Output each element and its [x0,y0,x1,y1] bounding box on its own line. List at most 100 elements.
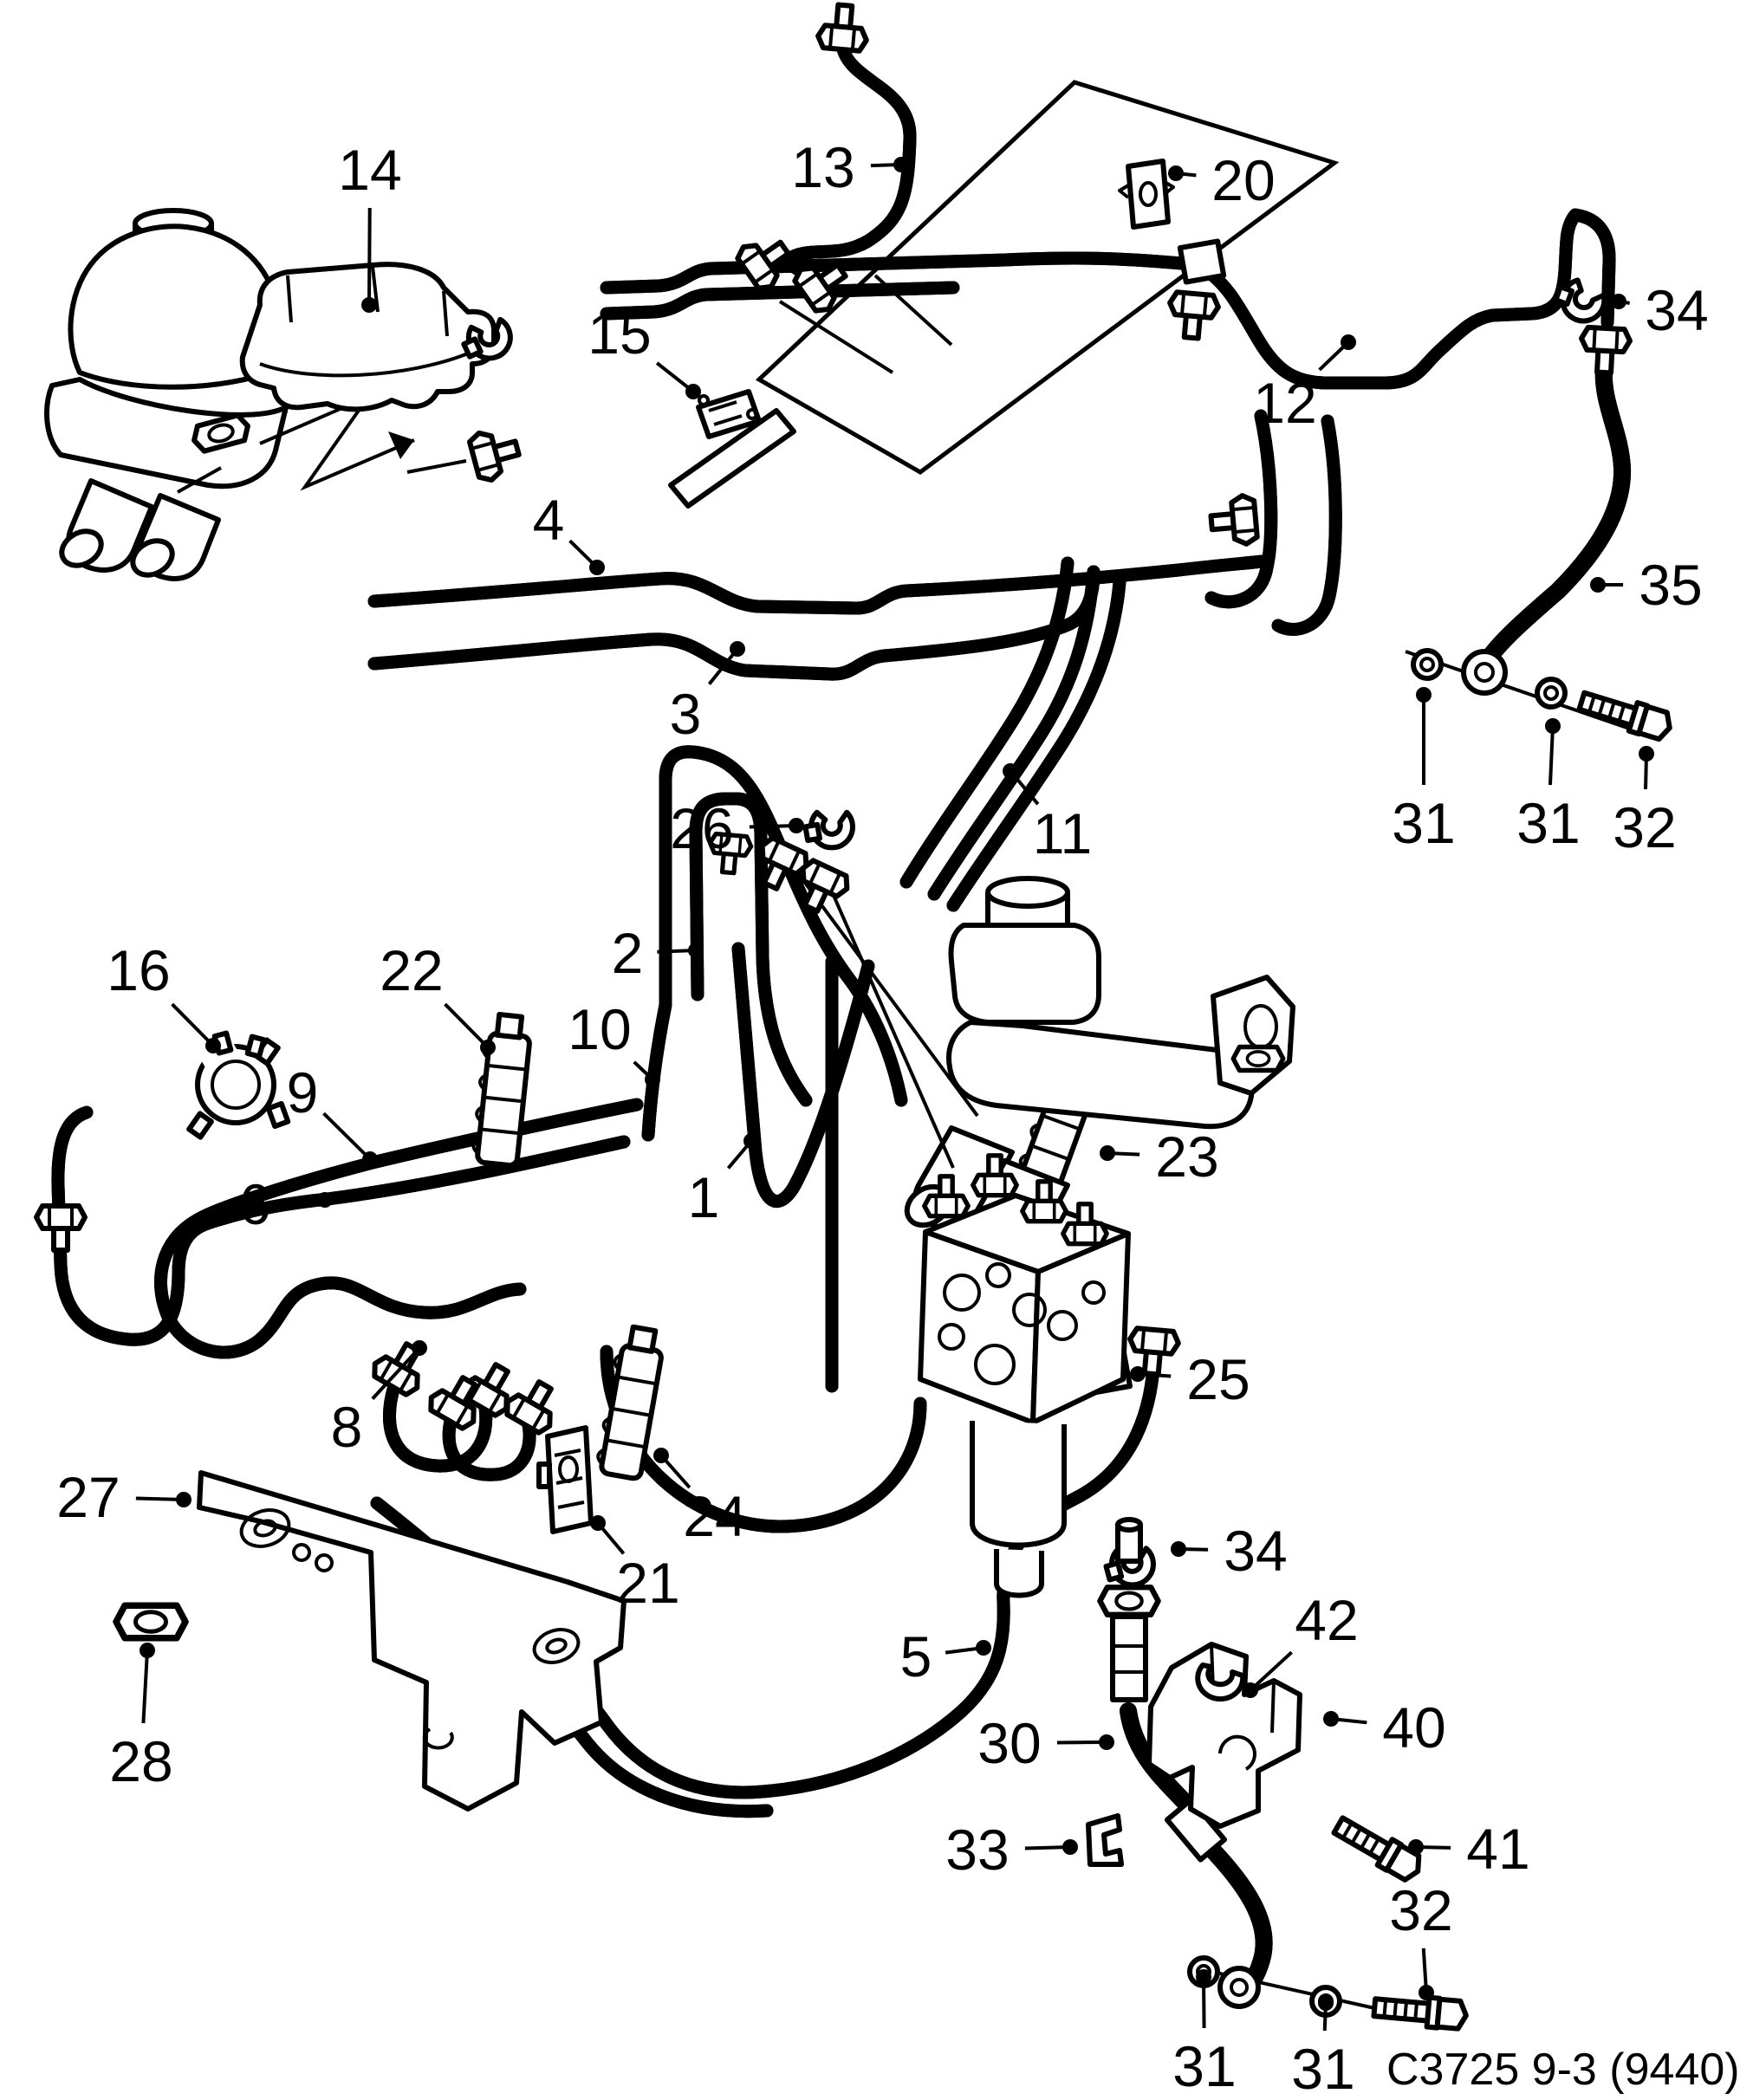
callout-31: 31 [1516,718,1581,855]
callout-31: 31 [1392,687,1456,855]
part-number-label: 32 [1613,795,1676,859]
leader-dot [1611,294,1626,309]
leader-dot [743,1133,759,1149]
part-number-label: 14 [338,138,401,202]
protective-cover-14 [239,262,497,412]
callout-34: 34 [1171,1519,1288,1583]
part-number-label: 2 [612,921,644,985]
part-number-label: 41 [1466,1817,1529,1881]
callout-32: 32 [1389,1878,1453,2000]
part-number-label: 4 [533,488,565,552]
part-number-label: 32 [1389,1878,1452,1942]
callout-12: 12 [1253,334,1356,435]
part-number-label: 9 [287,1060,319,1125]
callout-32: 32 [1613,746,1677,859]
leader-dot [1545,718,1561,734]
leader-dot [1341,334,1356,350]
leader-dot [480,1040,496,1055]
leader-line [1056,1740,1107,1745]
leader-dot [1196,1969,1211,1985]
leader-dot [362,1151,378,1167]
callout-3: 3 [670,641,745,746]
callout-34: 34 [1611,278,1709,342]
part-number-label: 24 [683,1484,746,1548]
leader-dot [412,1340,427,1356]
ribbed-clip-22 [471,1013,532,1165]
ring-clip-16 [186,1028,291,1140]
part-number-label: 34 [1645,278,1708,342]
leader-dot [140,1643,155,1658]
part-number-label: 31 [1392,791,1455,855]
leader-line [367,207,372,306]
part-number-label: 16 [107,938,170,1002]
callout-31: 31 [1172,1969,1237,2098]
brake-hose-right-front [1477,359,1622,672]
part-number-label: 30 [977,1711,1041,1775]
part-number-label: 12 [1253,371,1316,435]
leader-line [135,1496,185,1501]
callout-layer: 1234568910111213141516202122232425262728… [56,135,1708,2100]
callout-35: 35 [1590,553,1703,617]
callout-41: 41 [1408,1817,1530,1881]
leader-dot [1062,1839,1078,1855]
leader-dot [176,1492,192,1507]
callout-14: 14 [338,138,402,313]
callout-28: 28 [109,1643,173,1793]
banjo-fitting-30 [1189,1958,1467,2030]
callout-42: 42 [1243,1588,1359,1698]
callout-9: 9 [287,1060,378,1167]
leader-dot [653,1448,669,1463]
callout-33: 33 [945,1818,1078,1882]
callout-23: 23 [1100,1125,1219,1189]
leader-line [444,1002,490,1049]
leader-line [322,1112,372,1161]
callout-6: 6 [239,1172,333,1236]
leader-line [1249,1650,1293,1692]
leader-dot [589,560,605,575]
pipe-fittings [36,3,1257,1436]
callout-21: 21 [590,1515,680,1615]
pipe-clip-20 [1118,159,1175,230]
part-number-label: 27 [56,1465,120,1529]
leader-dot [1243,1682,1258,1698]
part-number-label: 20 [1211,148,1275,212]
callout-11: 11 [1003,763,1092,865]
callout-26: 26 [670,796,804,860]
leader-dot [1590,577,1606,593]
callout-24: 24 [653,1448,747,1548]
drawing-caption: C3725 9-3 (9440) [1386,2045,1740,2095]
callout-4: 4 [533,488,605,575]
pipe-clamp-26 [803,807,856,852]
part-number-label: 5 [900,1624,932,1688]
hose-fitting-30 [1100,1517,1228,1863]
abs-hydraulic-unit [918,1156,1131,1598]
pipe-clip-21 [536,1425,594,1534]
leader-dot [1100,1145,1115,1161]
callout-2: 2 [612,921,704,985]
part-number-label: 15 [588,301,651,366]
leader-dot [1416,687,1432,703]
callout-8: 8 [331,1340,427,1459]
leader-dot [685,384,701,399]
part-number-label: 35 [1639,553,1702,617]
callout-40: 40 [1323,1695,1446,1760]
leader-dot [1318,1995,1334,2011]
callout-15: 15 [588,301,701,399]
leader-line [141,1650,149,1724]
leader-dot [789,818,804,833]
pipe-clip-15 [458,314,796,509]
leader-dot [317,1192,333,1208]
leader-dot [1099,1734,1114,1750]
leader-dot [1323,1711,1339,1727]
leader-line [171,1002,215,1047]
part-number-label: 25 [1186,1347,1250,1411]
leader-dot [1168,165,1184,181]
brake-pipes [58,38,1609,1812]
part-number-label: 33 [945,1818,1009,1882]
part-number-label: 31 [1291,2037,1354,2100]
leader-dot [1419,1985,1434,2000]
part-number-label: 21 [616,1551,679,1615]
leader-dot [645,1072,660,1087]
